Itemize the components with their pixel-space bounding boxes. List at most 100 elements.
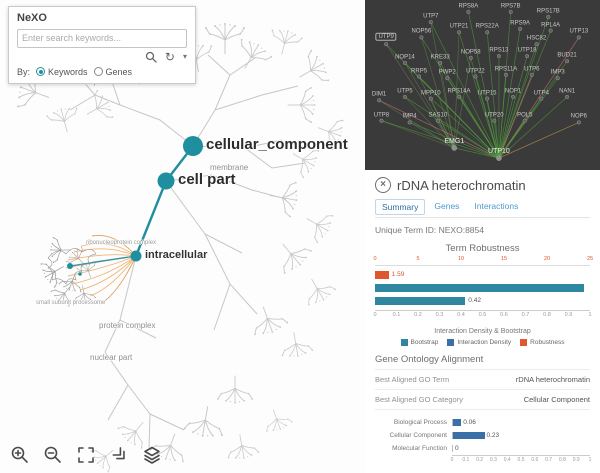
gene-node[interactable] [534, 42, 539, 47]
gene-node[interactable] [518, 26, 523, 31]
gene-node[interactable] [555, 76, 560, 81]
gene-node[interactable] [503, 72, 509, 77]
gene-node[interactable] [565, 94, 570, 99]
gene-label-NAN1[interactable]: NAN1 [559, 88, 576, 95]
gene-label-DIM1[interactable]: DIM1 [371, 91, 387, 98]
gene-node[interactable] [438, 60, 443, 65]
gene-node[interactable] [384, 42, 389, 47]
gene-label-PWP2[interactable]: PWP2 [438, 69, 456, 76]
gene-label-UTP6[interactable]: UTP6 [524, 66, 540, 73]
gene-label-RPS8A[interactable]: RPS8A [458, 3, 479, 10]
gene-node[interactable] [435, 118, 440, 123]
gene-label-NOP1[interactable]: NOP1 [504, 88, 522, 95]
cell-part-node[interactable] [157, 172, 175, 190]
gene-label-UTP22[interactable]: UTP22 [466, 68, 485, 75]
gene-label-NOP14[interactable]: NOP14 [395, 54, 415, 61]
gene-label-RRP5[interactable]: RRP5 [411, 68, 428, 75]
tree-term-label[interactable]: membrane [210, 163, 249, 172]
cellular-component-node[interactable] [183, 136, 203, 156]
close-panel-icon[interactable]: × [375, 177, 391, 193]
gene-node[interactable] [456, 30, 462, 35]
tree-term-label[interactable]: ribonucleoprotein complex [86, 240, 157, 246]
tab-summary[interactable]: Summary [375, 199, 426, 215]
gene-label-IMP4[interactable]: IMP4 [402, 113, 417, 120]
gene-node[interactable] [522, 118, 527, 123]
gene-node[interactable] [456, 94, 462, 99]
gene-node[interactable] [529, 72, 534, 77]
gene-node[interactable] [496, 155, 502, 161]
gene-node[interactable] [485, 96, 490, 101]
gene-node[interactable] [377, 98, 382, 103]
gene-label-NOP56[interactable]: NOP56 [411, 28, 432, 35]
gene-node[interactable] [548, 28, 553, 33]
gene-node[interactable] [546, 14, 551, 20]
intracellular-node[interactable] [130, 250, 142, 262]
cluster-term-node[interactable] [67, 263, 73, 269]
gene-label-UTP13[interactable]: UTP13 [569, 28, 589, 35]
gene-label-UTP21[interactable]: UTP21 [449, 23, 469, 30]
search-input[interactable] [17, 28, 187, 48]
gene-label-RPS11A[interactable]: RPS11A [494, 66, 518, 73]
gene-node[interactable] [492, 118, 497, 123]
gene-label-RPS14A[interactable]: RPS14A [447, 88, 471, 95]
gene-label-RPS9A[interactable]: RPS9A [510, 20, 530, 27]
caret-down-icon[interactable]: ▾ [182, 52, 187, 61]
gene-node[interactable] [379, 118, 384, 123]
gene-node[interactable] [485, 30, 490, 35]
tree-term-label[interactable]: cell part [178, 171, 236, 188]
gene-node[interactable] [511, 94, 516, 99]
gene-label-UTP15[interactable]: UTP15 [477, 90, 497, 97]
cluster-term-node-small[interactable] [78, 272, 82, 276]
tab-interactions[interactable]: Interactions [474, 201, 519, 211]
gene-label-HSC82[interactable]: HSC82 [526, 35, 547, 42]
ontology-tree-svg[interactable] [0, 0, 365, 473]
layers-button[interactable] [140, 443, 164, 467]
gene-node[interactable] [428, 96, 433, 101]
gene-node[interactable] [451, 145, 458, 151]
gene-label-SAS10[interactable]: SAS10 [428, 112, 448, 119]
gene-label-BUD21[interactable]: BUD21 [557, 52, 577, 59]
tree-term-label[interactable]: cellular_component [206, 136, 348, 153]
radio-genes[interactable]: Genes [93, 67, 132, 77]
gene-label-KRE33[interactable]: KRE33 [430, 54, 450, 61]
gene-label-POL5[interactable]: POL5 [517, 112, 533, 119]
zoom-in-button[interactable] [8, 443, 32, 467]
zoom-out-button[interactable] [41, 443, 65, 467]
gene-label-RPS22A[interactable]: RPS22A [475, 23, 499, 30]
gene-label-UTP8[interactable]: UTP8 [373, 112, 390, 119]
gene-node[interactable] [468, 55, 473, 60]
gene-node[interactable] [445, 76, 450, 81]
gene-node[interactable] [466, 9, 471, 14]
expand-collapse-button[interactable] [107, 443, 131, 467]
fit-to-window-button[interactable] [74, 443, 98, 467]
tree-term-label[interactable]: small subunit processome [36, 300, 106, 306]
gene-label-RPS7B[interactable]: RPS7B [500, 3, 521, 10]
gene-node[interactable] [417, 74, 422, 79]
gene-label-UTP7[interactable]: UTP7 [423, 13, 439, 20]
gene-label-UTP20[interactable]: UTP20 [484, 112, 504, 119]
gene-node[interactable] [402, 94, 408, 99]
search-icon[interactable] [145, 51, 157, 63]
gene-node[interactable] [508, 9, 513, 14]
tab-genes[interactable]: Genes [434, 201, 460, 211]
gene-label-IMP3[interactable]: IMP3 [550, 69, 565, 76]
gene-node[interactable] [539, 96, 544, 101]
gene-label-NOP58[interactable]: NOP58 [460, 49, 481, 56]
gene-label-UTP5[interactable]: UTP5 [397, 88, 413, 95]
gene-label-UTP18[interactable]: UTP18 [517, 47, 537, 54]
gene-label-RPS17B[interactable]: RPS17B [536, 8, 560, 15]
radio-keywords[interactable]: Keywords [36, 67, 88, 77]
tree-term-label[interactable]: nuclear part [90, 353, 133, 362]
gene-label-UTP9[interactable]: UTP9 [375, 32, 397, 41]
gene-label-EMG1[interactable]: EMG1 [444, 138, 465, 146]
reset-icon[interactable]: ↻ [164, 49, 175, 64]
gene-node[interactable] [473, 74, 478, 79]
gene-label-MPP10[interactable]: MPP10 [420, 90, 441, 97]
gene-label-NOP6[interactable]: NOP6 [570, 113, 588, 120]
gene-node[interactable] [565, 59, 570, 64]
gene-node[interactable] [428, 20, 433, 25]
gene-label-UTP10[interactable]: UTP10 [488, 148, 510, 156]
gene-label-UTP4[interactable]: UTP4 [533, 90, 549, 97]
